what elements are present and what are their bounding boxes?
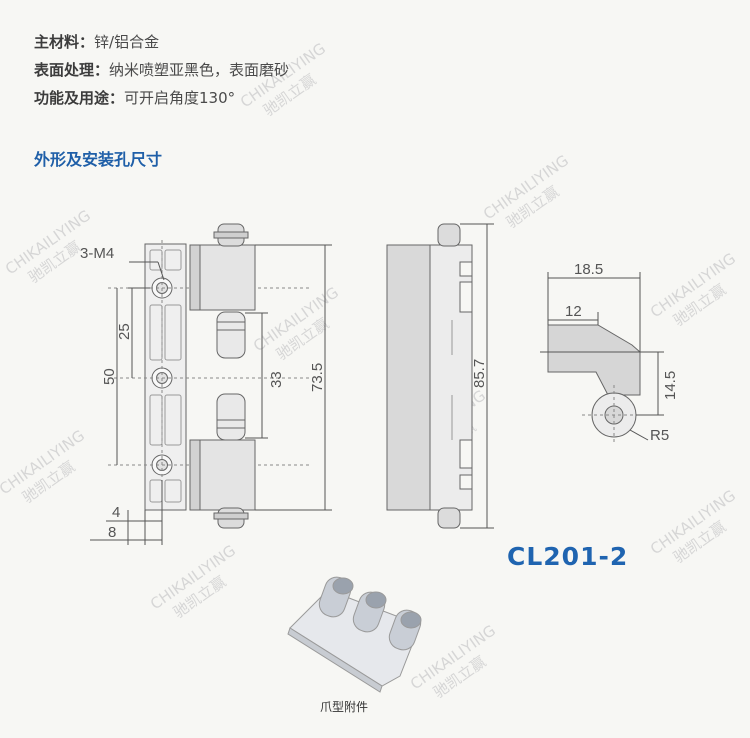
top-dimension-labels: 18.5 12 14.5 R5 bbox=[565, 261, 679, 444]
dim-hole-span: 50 bbox=[101, 368, 118, 385]
side-leaf bbox=[386, 244, 431, 511]
dim-side-height: 85.7 bbox=[471, 359, 488, 388]
dim-edge-4: 4 bbox=[112, 504, 120, 521]
spec-value: 锌/铝合金 bbox=[94, 33, 160, 51]
spec-label: 主材料： bbox=[34, 33, 95, 51]
spec-label: 功能及用途： bbox=[34, 89, 125, 107]
spec-value: 纳米喷塑亚黑色，表面磨砂 bbox=[109, 61, 290, 79]
pin-middle-lower bbox=[216, 393, 246, 441]
dim-top-height: 14.5 bbox=[662, 371, 679, 400]
hole-center-lines bbox=[108, 240, 310, 520]
top-dimensions bbox=[540, 272, 664, 441]
section-title: 外形及安装孔尺寸 bbox=[34, 150, 163, 169]
spec-label: 表面处理： bbox=[34, 61, 110, 79]
material-specs: 主材料：锌/铝合金 表面处理：纳米喷塑亚黑色，表面磨砂 功能及用途：可开启角度1… bbox=[34, 28, 289, 112]
front-dimension-labels: 3-M4 25 50 4 8 33 73.5 bbox=[80, 245, 326, 541]
side-view bbox=[386, 223, 473, 529]
dim-edge-8: 8 bbox=[108, 524, 116, 541]
spec-function: 功能及用途：可开启角度130° bbox=[34, 84, 289, 112]
knuckle-upper bbox=[189, 244, 256, 311]
top-leaf-profile bbox=[547, 324, 641, 396]
top-view bbox=[547, 324, 646, 445]
claw-accessory-image bbox=[287, 576, 422, 693]
pin-middle-upper bbox=[216, 311, 246, 359]
dim-knuckle-gap: 33 bbox=[268, 371, 285, 388]
front-view bbox=[108, 223, 310, 529]
side-pin-bottom bbox=[437, 507, 461, 529]
accessory-caption: 爪型附件 bbox=[320, 700, 369, 714]
front-dimensions bbox=[90, 244, 332, 545]
spec-material: 主材料：锌/铝合金 bbox=[34, 28, 289, 56]
side-pin-top bbox=[437, 223, 461, 247]
dim-radius: R5 bbox=[650, 427, 669, 444]
dim-screw-spec: 3-M4 bbox=[80, 245, 114, 262]
side-dimensions bbox=[460, 223, 494, 529]
spec-surface: 表面处理：纳米喷塑亚黑色，表面磨砂 bbox=[34, 56, 289, 84]
dim-top-width: 18.5 bbox=[574, 261, 603, 278]
dim-front-height: 73.5 bbox=[309, 363, 326, 392]
dim-top-inner: 12 bbox=[565, 303, 582, 320]
dim-hole-pitch: 25 bbox=[116, 323, 133, 340]
model-number: CL201-2 bbox=[507, 542, 629, 571]
spec-value: 可开启角度130° bbox=[124, 89, 236, 107]
